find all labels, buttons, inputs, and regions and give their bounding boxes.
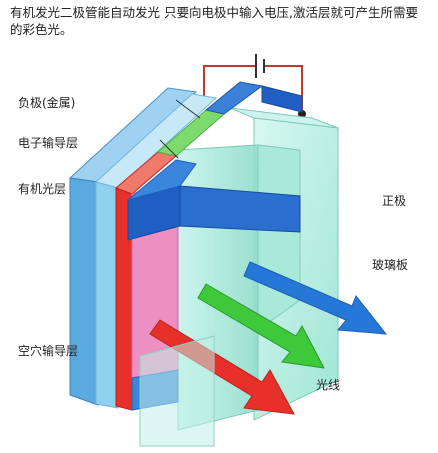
arrow-green: [197, 283, 325, 369]
wire-left: [203, 65, 256, 100]
blue-band-side: [261, 85, 303, 113]
label-light: 光线: [316, 378, 341, 392]
pointer-cathode: [175, 99, 201, 119]
arrow-blue: [243, 261, 388, 335]
label-electron-transport: 电子输导层: [18, 136, 79, 150]
cathode-front: [69, 177, 99, 406]
front-glass-pane: [139, 335, 215, 447]
htl-right: [179, 185, 301, 233]
emissive-layer: [115, 81, 303, 411]
label-cathode: 负极(金属): [18, 96, 76, 110]
label-anode: 正极: [382, 194, 407, 208]
etl-front: [95, 181, 119, 409]
anode-inner-step: [257, 144, 301, 331]
caption: 有机发光二极管能自动发光 只要向电极中输入电压,激活层就可产生所需要的彩色光。: [10, 5, 418, 37]
htl-top: [127, 159, 197, 201]
electron-transport-layer: [94, 93, 218, 409]
label-glass: 玻璃板: [372, 258, 409, 272]
pointer-electron: [159, 139, 179, 159]
pointer-lines: [159, 99, 201, 159]
label-hole-transport: 空穴输导层: [18, 344, 79, 358]
label-organic-emissive: 有机光层: [18, 182, 67, 196]
cathode-layer: [68, 87, 198, 406]
